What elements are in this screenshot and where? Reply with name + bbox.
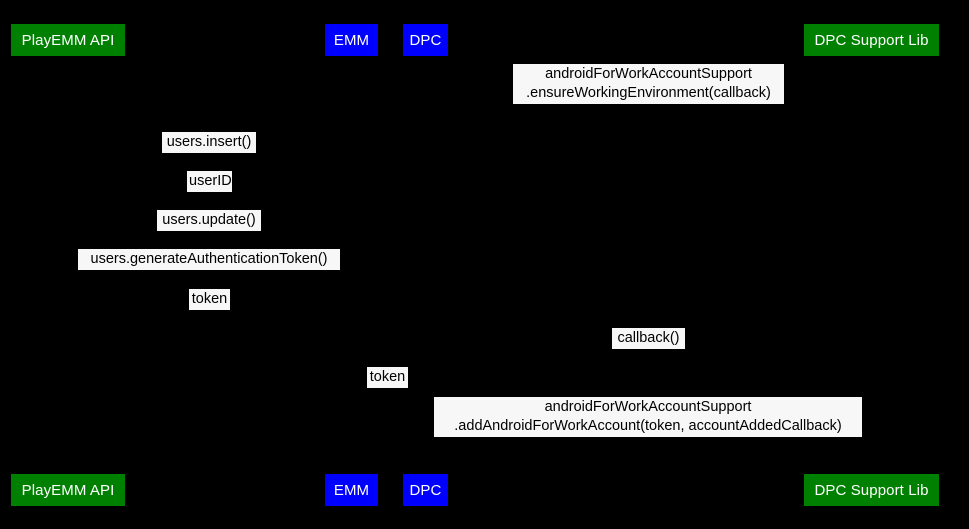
participant-emm-top[interactable]: EMM	[325, 24, 378, 56]
participant-playemm-api-top[interactable]: PlayEMM API	[11, 24, 125, 56]
participant-label: PlayEMM API	[21, 481, 115, 499]
message-label-token-to-emm[interactable]: token	[189, 289, 230, 310]
message-arrow-ensure-working-environment	[425, 104, 871, 105]
participant-emm-bottom[interactable]: EMM	[325, 474, 378, 506]
lifeline-playemm-api	[68, 56, 69, 474]
participant-playemm-api-bottom[interactable]: PlayEMM API	[11, 474, 125, 506]
participant-label: EMM	[333, 481, 370, 499]
message-arrow-token-to-dpc	[351, 388, 425, 389]
message-arrow-token-to-emm	[68, 310, 351, 311]
lifeline-dpc-support-lib	[871, 56, 872, 474]
message-arrow-users-update	[68, 231, 351, 232]
message-label-add-android-for-work-account[interactable]: androidForWorkAccountSupport .addAndroid…	[434, 397, 862, 437]
message-label-callback[interactable]: callback()	[612, 328, 685, 349]
message-arrow-user-id	[68, 192, 351, 193]
message-label-users-update[interactable]: users.update()	[157, 210, 261, 231]
participant-label: DPC Support Lib	[814, 31, 929, 49]
lifeline-dpc	[425, 56, 426, 474]
message-arrow-users-generate-authentication-token	[68, 270, 351, 271]
message-arrow-callback	[425, 349, 871, 350]
participant-label: EMM	[333, 31, 370, 49]
participant-label: PlayEMM API	[21, 31, 115, 49]
message-label-token-to-dpc[interactable]: token	[367, 367, 408, 388]
participant-label: DPC Support Lib	[814, 481, 929, 499]
participant-dpc-support-lib-bottom[interactable]: DPC Support Lib	[804, 474, 939, 506]
message-label-users-generate-authentication-token[interactable]: users.generateAuthenticationToken()	[78, 249, 340, 270]
participant-dpc-support-lib-top[interactable]: DPC Support Lib	[804, 24, 939, 56]
message-label-user-id[interactable]: userID	[187, 171, 232, 192]
message-label-ensure-working-environment[interactable]: androidForWorkAccountSupport .ensureWork…	[513, 64, 784, 104]
participant-label: DPC	[409, 31, 442, 49]
message-arrow-users-insert	[68, 153, 351, 154]
message-arrow-add-android-for-work-account	[425, 437, 871, 438]
participant-label: DPC	[409, 481, 442, 499]
lifeline-emm	[351, 56, 352, 474]
participant-dpc-top[interactable]: DPC	[403, 24, 448, 56]
participant-dpc-bottom[interactable]: DPC	[403, 474, 448, 506]
message-label-users-insert[interactable]: users.insert()	[162, 132, 256, 153]
